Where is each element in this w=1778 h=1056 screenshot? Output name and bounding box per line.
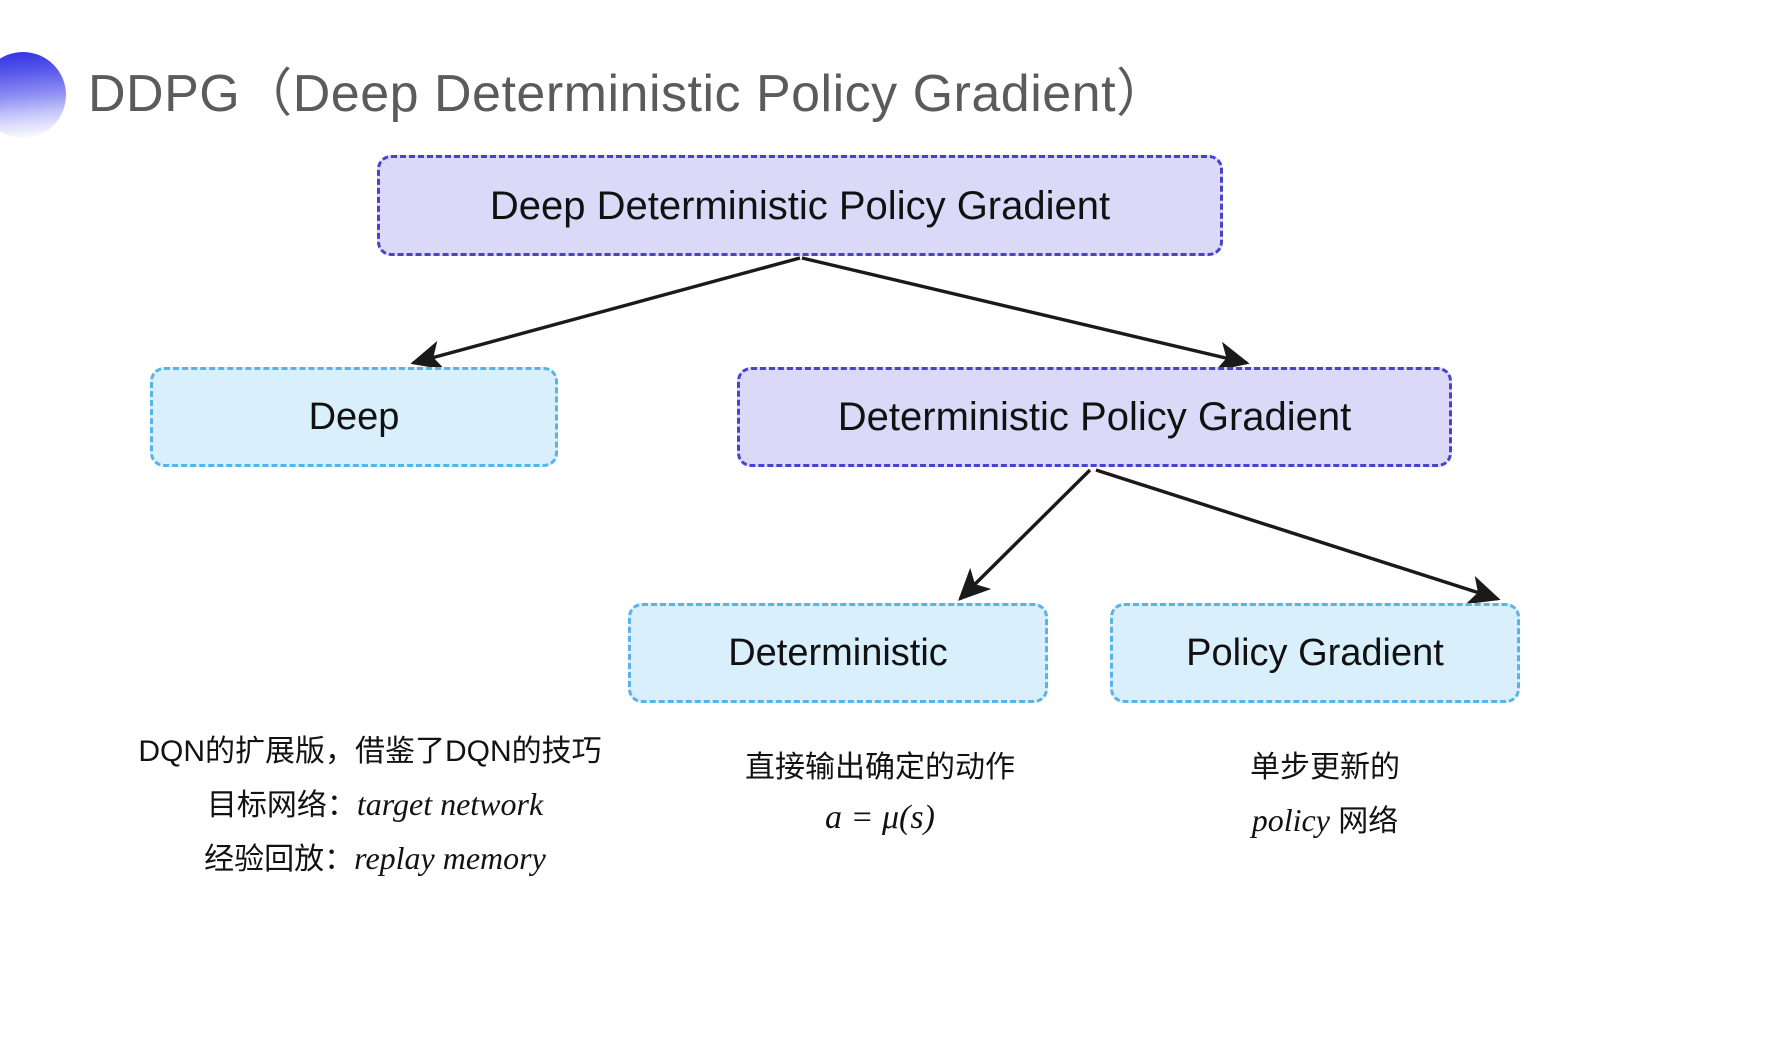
page-title: DDPG（Deep Deterministic Policy Gradient） [88,65,1169,123]
caption-deep-line1: DQN的扩展版，借鉴了DQN的技巧 [138,735,602,768]
caption-policy-gradient-suffix: 网络 [1329,805,1399,838]
node-label: Deep [308,396,400,438]
node-root-deep-deterministic-policy-gradient[interactable]: Deep Deterministic Policy Gradient [377,155,1223,256]
caption-deep: DQN的扩展版，借鉴了DQN的技巧 目标网络：target network 经验… [90,726,650,886]
node-deep[interactable]: Deep [150,367,558,467]
caption-deep-line2-label: 目标网络： [206,789,357,822]
caption-policy-gradient-line2: policy 网络 [1150,794,1500,848]
node-label: Deep Deterministic Policy Gradient [489,183,1111,228]
caption-deep-line2: 目标网络：target network [90,778,650,832]
node-policy-gradient[interactable]: Policy Gradient [1110,603,1520,703]
gradient-circle-icon [0,52,66,138]
caption-policy-gradient-term: policy [1251,802,1330,838]
node-label: Policy Gradient [1186,632,1444,674]
node-label: Deterministic Policy Gradient [837,395,1352,439]
caption-deterministic: 直接输出确定的动作 a = μ(s) [700,742,1060,842]
caption-policy-gradient-line1: 单步更新的 [1250,751,1400,784]
caption-deterministic-line1: 直接输出确定的动作 [745,751,1015,784]
arrow-dpg-to-deterministic [958,468,1092,601]
caption-deep-line3-term: replay memory [354,840,546,876]
node-label: Deterministic [728,632,948,674]
caption-deep-line3: 经验回放：replay memory [90,832,650,886]
caption-deterministic-formula: a = μ(s) [825,799,935,836]
arrow-root-to-dpg [801,256,1250,371]
caption-deep-line3-label: 经验回放： [204,843,355,876]
caption-policy-gradient: 单步更新的 policy 网络 [1150,742,1500,848]
caption-deep-line2-term: target network [356,786,544,822]
node-deterministic-policy-gradient[interactable]: Deterministic Policy Gradient [737,367,1452,467]
arrow-dpg-to-policy-gradient [1095,468,1501,605]
arrow-root-to-deep [410,256,801,370]
node-deterministic[interactable]: Deterministic [628,603,1048,703]
